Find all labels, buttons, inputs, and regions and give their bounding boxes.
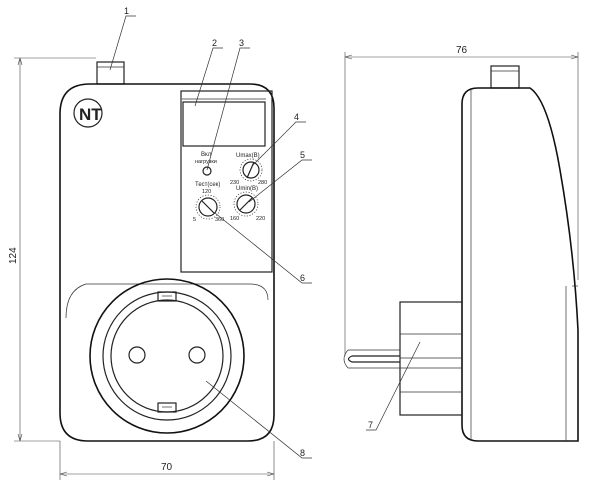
height-dimension: 124 — [8, 57, 96, 442]
umax-label: Umax(В) — [236, 153, 260, 159]
test-knob — [195, 194, 221, 220]
side-width-dimension: 76 — [344, 45, 579, 356]
test-min: 5 — [193, 217, 196, 223]
side-view: 76 — [343, 45, 579, 442]
callout-7: 7 — [368, 420, 373, 430]
test-label: Тест(сек) — [195, 182, 220, 188]
umin-max: 220 — [256, 216, 265, 222]
logo-circle-icon — [73, 98, 103, 128]
callout-3: 3 — [239, 38, 244, 48]
socket-pin-hole-left — [128, 346, 146, 364]
side-body-outline — [461, 87, 579, 442]
logo-text: NT — [79, 105, 102, 124]
socket-pin-hole-right — [188, 346, 206, 364]
socket-face — [110, 299, 224, 413]
callout-2: 2 — [212, 38, 217, 48]
top-connector — [96, 61, 125, 85]
side-width-value: 76 — [456, 45, 468, 56]
umax-min: 230 — [230, 180, 239, 186]
umin-label: Umin(В) — [236, 186, 258, 192]
umax-knob — [239, 158, 263, 182]
load-label-line1: Вкл — [201, 152, 212, 158]
front-body-inner-edge — [65, 283, 269, 319]
side-top-connector — [490, 65, 520, 89]
socket-ring — [102, 291, 232, 421]
side-plug-pin — [347, 355, 400, 363]
load-label-line2: нагрузки — [195, 159, 217, 165]
callout-6: 6 — [300, 273, 305, 283]
umin-min: 160 — [230, 216, 239, 222]
front-view: NT Вкл нагрузки Umax(В) 230 280 Umin(В) … — [8, 57, 275, 480]
umax-max: 280 — [258, 180, 267, 186]
callout-4: 4 — [294, 112, 299, 122]
socket — [89, 278, 245, 434]
test-top: 120 — [202, 189, 211, 195]
front-body-outline — [59, 83, 275, 442]
test-max: 360 — [215, 217, 224, 223]
side-plug-block — [399, 301, 463, 416]
callout-1: 1 — [124, 6, 129, 16]
front-width-dimension: 70 — [59, 441, 275, 480]
socket-outer-ring — [89, 278, 245, 434]
callout-5: 5 — [300, 150, 305, 160]
logo: NT — [73, 98, 103, 128]
callout-8: 8 — [300, 448, 305, 458]
front-width-value: 70 — [161, 462, 173, 473]
display-window — [182, 101, 266, 147]
load-indicator-led-icon — [202, 166, 212, 176]
height-value: 124 — [8, 247, 19, 264]
callouts: 1 2 3 4 5 6 7 8 — [109, 6, 421, 459]
umin-knob — [233, 191, 259, 217]
control-panel — [180, 90, 273, 273]
